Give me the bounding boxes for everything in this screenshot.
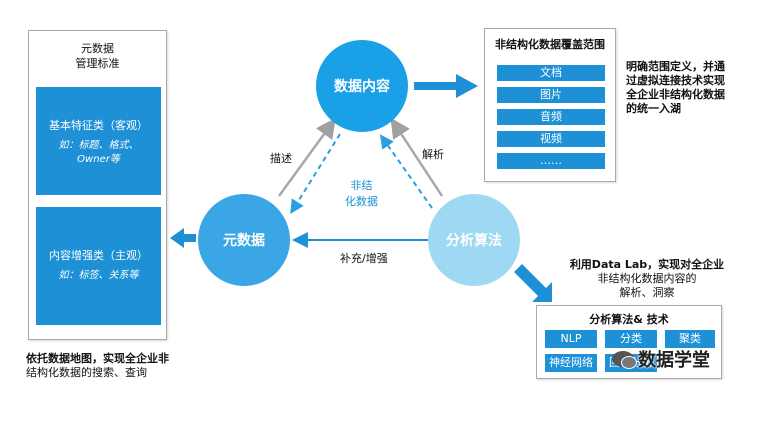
algorithm-item-neural-network: 神经网络 [545,354,597,372]
unstructured-data-label-line1: 非结 [350,179,373,192]
content-enhancement-example: 如：标签、关系等 [58,270,139,281]
coverage-note-line4: 的统一入湖 [626,102,681,115]
panel-title-line1: 元数据 [81,42,114,55]
content-to-coverage-arrow [414,74,478,98]
metadata-to-standards-arrow [170,228,196,248]
parse-label: 解析 [422,148,444,161]
describe-arrow [277,117,336,197]
analysis-algorithm-label: 分析算法 [446,233,502,249]
content-enhancement-title: 内容增强类（主观） [49,249,148,262]
coverage-note-line2: 过虚拟连接技术实现 [626,74,725,87]
algorithm-item-nlp: NLP [545,330,597,348]
basic-features-title: 基本特征类（客观） [49,119,148,132]
algorithm-item-classification: 分类 [605,330,657,348]
coverage-note-line1: 明确范围定义，并通 [626,60,725,73]
basic-features-example-line2: Owner等 [77,154,120,165]
algorithm-item-clustering: 聚类 [665,330,715,348]
coverage-note-line3: 全企业非结构化数据 [626,88,725,101]
left-caption-line1: 依托数据地图，实现全企业非 [26,352,169,365]
algorithm-to-techniques-arrow [514,264,552,302]
left-caption-line2: 结构化数据的搜索、查询 [26,366,147,379]
supplement-label: 补充/增强 [340,252,388,265]
coverage-item-more: …… [497,153,605,169]
basic-features-example: 如：标题、格式、 Owner等 [36,139,161,167]
unstructured-data-dashed-arrow-left [290,133,341,214]
coverage-item-image: 图片 [497,87,605,103]
coverage-item-video: 视频 [497,131,605,147]
basic-features-example-line1: 如：标题、格式、 [58,140,139,151]
unstructured-data-dashed-arrow-right [379,134,433,209]
watermark: 数据学堂 [612,346,710,372]
basic-features-block: 基本特征类（客观） 如：标题、格式、 Owner等 [36,87,161,195]
metadata-node: 元数据 [198,194,290,286]
algorithms-title: 分析算法& 技术 [589,313,669,326]
metadata-label: 元数据 [223,233,265,249]
coverage-item-document: 文档 [497,65,605,81]
unstructured-data-label-line3: 化数据 [345,195,378,208]
content-enhancement-block: 内容增强类（主观） 如：标签、关系等 [36,207,161,325]
datalab-note-line2: 非结构化数据内容的 [597,272,697,285]
panel-title: 元数据 管理标准 [29,41,166,71]
describe-label: 描述 [270,152,292,165]
metadata-standards-panel: 元数据 管理标准 基本特征类（客观） 如：标题、格式、 Owner等 内容增强类… [28,30,167,340]
coverage-panel: 非结构化数据覆盖范围 文档 图片 音频 视频 …… [484,28,616,182]
data-content-label: 数据内容 [334,79,390,95]
data-content-node: 数据内容 [316,40,408,132]
datalab-note: 利用Data Lab，实现对全企业 非结构化数据内容的 解析、洞察 [552,258,742,300]
left-caption: 依托数据地图，实现全企业非 结构化数据的搜索、查询 [26,352,169,380]
coverage-note: 明确范围定义，并通 过虚拟连接技术实现 全企业非结构化数据 的统一入湖 [626,60,725,116]
panel-title-line2: 管理标准 [75,57,120,70]
unstructured-data-label: 非结 构化 化数据 [345,178,378,210]
parse-arrow [390,117,444,197]
wechat-icon [612,351,637,369]
datalab-note-line3: 解析、洞察 [619,286,675,299]
analysis-algorithm-node: 分析算法 [428,194,520,286]
coverage-item-audio: 音频 [497,109,605,125]
coverage-title: 非结构化数据覆盖范围 [495,38,605,51]
datalab-note-line1: 利用Data Lab，实现对全企业 [569,258,725,271]
watermark-text: 数据学堂 [638,350,710,371]
